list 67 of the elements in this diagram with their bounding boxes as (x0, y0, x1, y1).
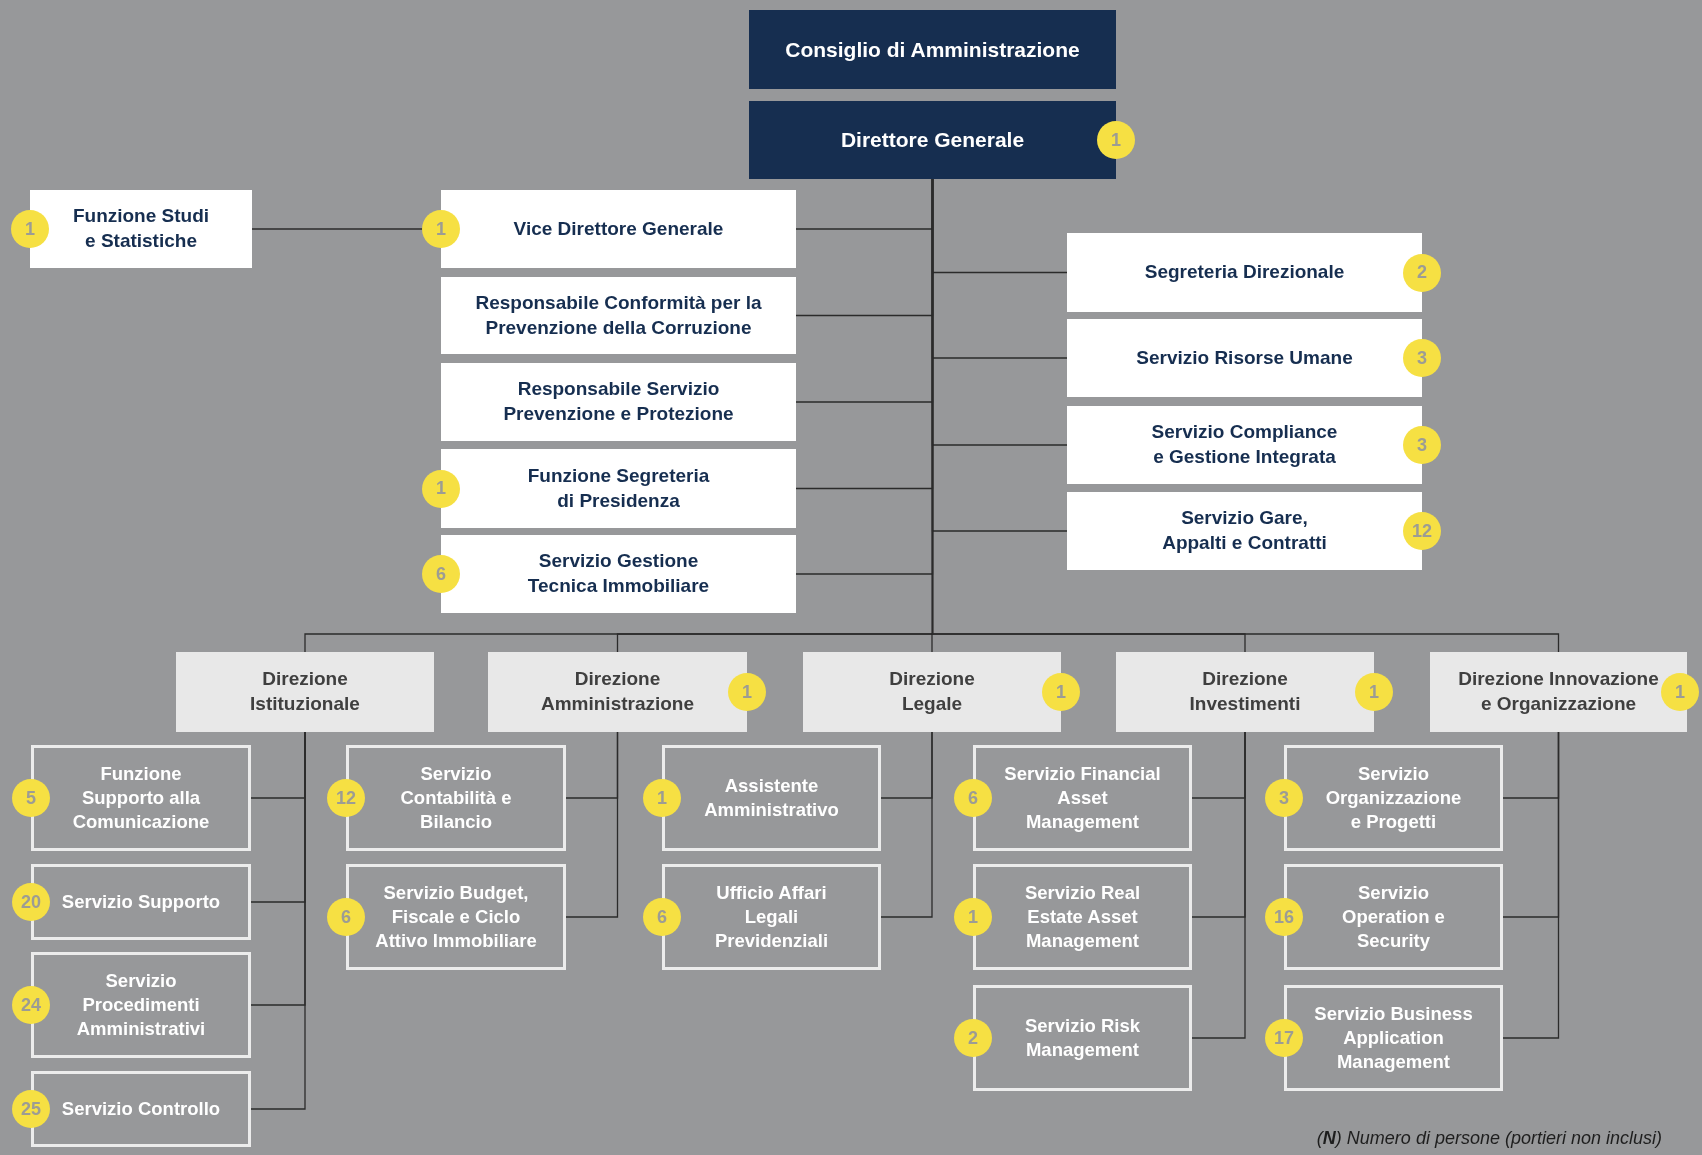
unit-name: Direzione Istituzionale (249, 667, 361, 716)
staff-unit-box (441, 363, 796, 441)
connector-line (880, 731, 933, 918)
board-box (749, 10, 1116, 89)
unit-name: Direzione Investimenti (1188, 667, 1302, 716)
unit-name: Funzione Supporto alla Comunicazione (71, 761, 211, 834)
count-badge: 1 (954, 898, 992, 936)
unit-name: Servizio Gare, Appalti e Contratti (1161, 506, 1328, 555)
unit-name: Consiglio di Amministrazione (785, 36, 1080, 63)
unit-name: Servizio Business Application Management (1313, 1001, 1474, 1074)
count-badge: 17 (1265, 1019, 1303, 1057)
count-badge: 3 (1403, 339, 1441, 377)
unit-name: Servizio Supporto (61, 889, 221, 914)
count-badge: 5 (12, 779, 50, 817)
count-badge: 6 (643, 898, 681, 936)
unit-name: Direzione Legale (888, 667, 976, 716)
unit-name: Servizio Controllo (61, 1096, 221, 1121)
unit-name: Funzione Studi e Statistiche (71, 204, 211, 253)
unit-name: Servizio Financial Asset Management (1003, 761, 1162, 834)
connector-line (565, 731, 619, 918)
count-badge: 1 (643, 779, 681, 817)
unit-name: Servizio Gestione Tecnica Immobiliare (526, 549, 711, 598)
unit-name: Servizio Risk Management (1023, 1013, 1142, 1062)
connector-line (1191, 731, 1246, 1039)
unit-name: Direttore Generale (840, 127, 1025, 154)
count-badge: 1 (1097, 121, 1135, 159)
count-badge: 6 (422, 555, 460, 593)
unit-name: Servizio Risorse Umane (1136, 345, 1353, 370)
unit-name: Assistente Amministrativo (703, 773, 840, 822)
count-badge: 1 (1042, 673, 1080, 711)
unit-name: Servizio Budget, Fiscale e Ciclo Attivo Immobiliare (374, 880, 538, 953)
direction-box (176, 652, 434, 732)
unit-name: Servizio Procedimenti Amministrativi (75, 968, 207, 1041)
unit-name: Segreteria Direzionale (1144, 260, 1345, 285)
count-badge: 2 (1403, 253, 1441, 292)
count-badge: 25 (12, 1090, 50, 1128)
count-badge: 12 (1403, 512, 1441, 550)
unit-name: Servizio Real Estate Asset Management (1023, 880, 1142, 953)
unit-name: Servizio Operation e Security (1341, 880, 1446, 953)
count-badge: 1 (728, 673, 766, 711)
unit-name: Servizio Contabilità e Bilancio (399, 761, 513, 834)
footnote: (N) Numero di persone (portieri non inclusi) (1316, 1128, 1662, 1149)
count-badge: 3 (1403, 426, 1441, 464)
count-badge: 16 (1265, 898, 1303, 936)
count-badge: 1 (1355, 673, 1393, 711)
count-badge: 6 (954, 779, 992, 817)
unit-name: Servizio Organizzazione e Progetti (1324, 761, 1463, 834)
count-badge: 1 (11, 210, 49, 248)
unit-name: Funzione Segreteria di Presidenza (526, 463, 711, 513)
unit-name: Responsabile Servizio Prevenzione e Protezione (502, 377, 735, 426)
count-badge: 6 (327, 898, 365, 936)
count-badge: 1 (1661, 673, 1699, 711)
connector-line (1502, 731, 1560, 1039)
unit-name: Servizio Compliance e Gestione Integrata (1150, 420, 1339, 469)
unit-name: Ufficio Affari Legali Previdenziali (713, 880, 830, 953)
unit-name: Direzione Amministrazione (539, 667, 696, 716)
count-badge: 24 (12, 986, 50, 1024)
count-badge: 3 (1265, 779, 1303, 817)
staff-unit-box (441, 277, 796, 354)
unit-name: Direzione Innovazione e Organizzazione (1457, 667, 1660, 716)
count-badge: 1 (422, 469, 460, 508)
count-badge: 1 (422, 210, 460, 248)
count-badge: 2 (954, 1019, 992, 1057)
unit-name: Vice Direttore Generale (513, 216, 724, 241)
unit-name: Responsabile Conformità per la Prevenzione della Corruzione (474, 290, 763, 340)
count-badge: 20 (12, 883, 50, 921)
count-badge: 12 (327, 779, 365, 817)
